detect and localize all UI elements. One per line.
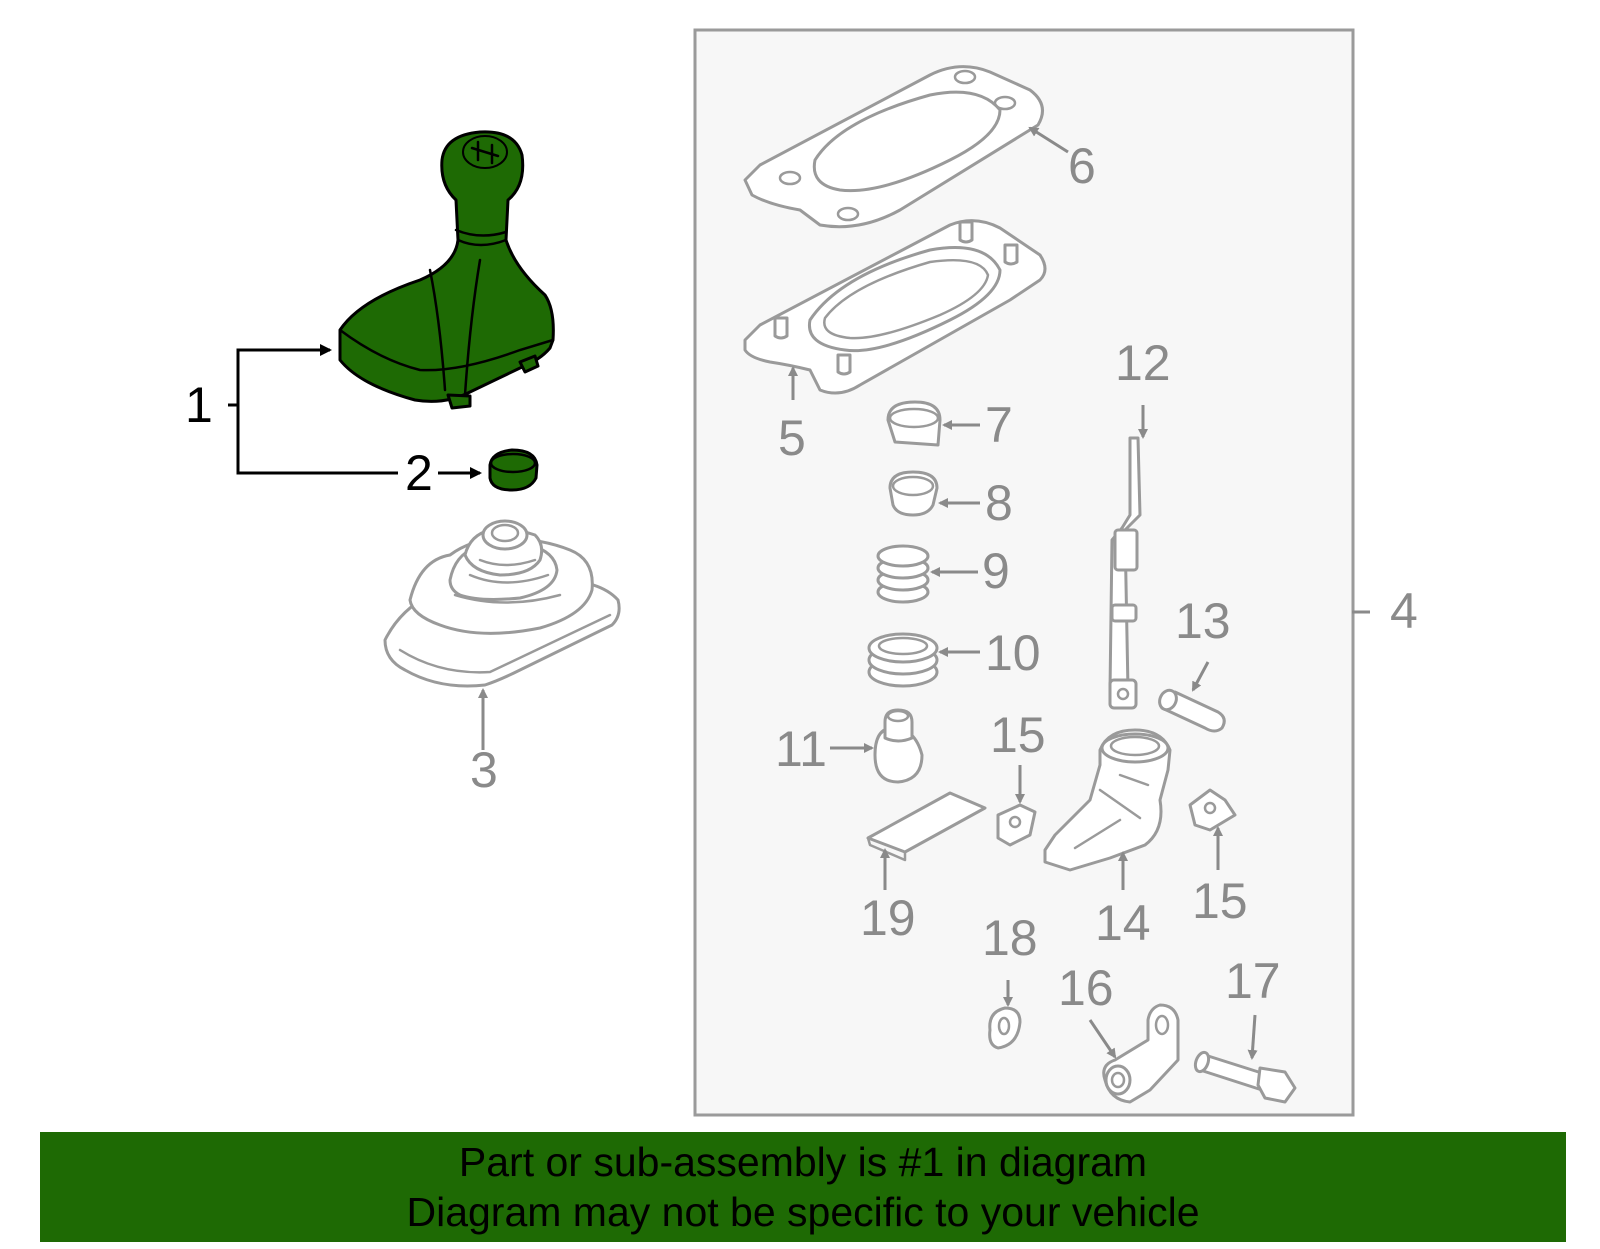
ball-joint-part[interactable] xyxy=(873,708,924,784)
callout-15a: 15 xyxy=(990,707,1046,763)
callout-18: 18 xyxy=(982,910,1038,966)
callout-5: 5 xyxy=(778,410,806,466)
callout-2: 2 xyxy=(405,445,433,501)
callout-11: 11 xyxy=(775,721,827,777)
callout-15b: 15 xyxy=(1192,873,1248,929)
inner-boot-part[interactable] xyxy=(383,519,621,688)
info-banner: Part or sub-assembly is #1 in diagram Di… xyxy=(40,1132,1566,1242)
callout-17: 17 xyxy=(1225,953,1281,1009)
callout-13: 13 xyxy=(1175,593,1231,649)
upper-plate-part[interactable] xyxy=(743,65,1044,229)
spring-part[interactable] xyxy=(876,544,930,604)
callout-1: 1 xyxy=(185,377,213,433)
banner-line-2: Diagram may not be specific to your vehi… xyxy=(406,1189,1200,1235)
clip-part-left[interactable] xyxy=(996,803,1037,847)
callout-14: 14 xyxy=(1095,895,1151,951)
washer-part[interactable] xyxy=(988,1006,1022,1050)
shift-housing-part[interactable] xyxy=(1043,728,1172,872)
shift-knob-boot-part[interactable] xyxy=(338,130,555,410)
leader-lines xyxy=(228,126,1370,1060)
callout-10: 10 xyxy=(985,625,1041,681)
banner-line-1: Part or sub-assembly is #1 in diagram xyxy=(458,1139,1148,1185)
callout-16: 16 xyxy=(1058,960,1114,1016)
callout-8: 8 xyxy=(985,475,1013,531)
retaining-ring-part[interactable] xyxy=(488,448,539,492)
base-plate-part[interactable] xyxy=(743,219,1047,395)
callout-12: 12 xyxy=(1115,335,1171,391)
callout-3: 3 xyxy=(470,742,498,798)
bushing-part[interactable] xyxy=(888,470,939,517)
callout-6: 6 xyxy=(1068,138,1096,194)
callout-9: 9 xyxy=(982,543,1010,599)
callout-19: 19 xyxy=(860,890,916,946)
bracket-part[interactable] xyxy=(1102,1003,1180,1104)
bolt-part[interactable] xyxy=(1193,1050,1297,1104)
callout-7: 7 xyxy=(985,397,1013,453)
bellows-ring-part[interactable] xyxy=(867,632,939,688)
clip-part-right[interactable] xyxy=(1188,788,1237,832)
pin-part[interactable] xyxy=(1157,688,1226,733)
callout-4: 4 xyxy=(1390,583,1418,639)
parts-diagram: 1 2 3 4 5 6 7 8 9 10 11 12 13 14 15 15 1… xyxy=(185,28,1418,1117)
clip-ring-part[interactable] xyxy=(886,400,942,447)
shift-lever-part[interactable] xyxy=(1108,436,1142,710)
